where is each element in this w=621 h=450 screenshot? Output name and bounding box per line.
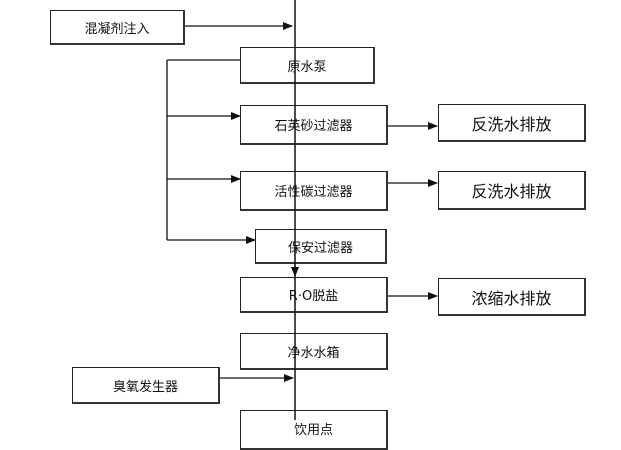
backwash-drain-label-2: 反洗水排放 xyxy=(471,182,552,201)
backwash-drain-label-1: 反洗水排放 xyxy=(471,114,552,134)
concentrate-drain-box: 浓缩水排放 xyxy=(438,278,586,316)
pure-water-tank-label: 净水水箱 xyxy=(287,345,340,361)
activated-carbon-filter-box: 活性碳过滤器 xyxy=(240,171,388,211)
flow-diagram: 混凝剂注入 原水泵 石英砂过滤器 活性碳过滤器 保安过滤器 R·O脱盐 净水水箱… xyxy=(50,0,586,450)
raw-water-pump-label: 原水泵 xyxy=(287,59,327,75)
quartz-sand-filter-box: 石英砂过滤器 xyxy=(240,105,388,145)
coagulant-injection-label: 混凝剂注入 xyxy=(84,21,150,37)
backwash-drain-box-1: 反洗水排放 xyxy=(438,104,586,142)
security-filter-box: 保安过滤器 xyxy=(255,229,387,264)
ro-desalination-label: R·O脱盐 xyxy=(288,289,339,304)
security-filter-label: 保安过滤器 xyxy=(287,240,353,256)
coagulant-injection-box: 混凝剂注入 xyxy=(50,10,185,45)
backwash-drain-box-2: 反洗水排放 xyxy=(438,171,586,210)
ozone-generator-label: 臭氧发生器 xyxy=(112,379,178,395)
quartz-sand-filter-label: 石英砂过滤器 xyxy=(274,119,353,134)
concentrate-drain-label: 浓缩水排放 xyxy=(471,288,552,308)
pure-water-tank-box: 净水水箱 xyxy=(240,333,388,370)
activated-carbon-filter-label: 活性碳过滤器 xyxy=(274,185,353,200)
drinking-point-label: 饮用点 xyxy=(293,423,333,438)
ro-desalination-box: R·O脱盐 xyxy=(240,277,388,313)
drinking-point-box: 饮用点 xyxy=(240,410,388,450)
raw-water-pump-box: 原水泵 xyxy=(240,47,375,84)
ozone-generator-box: 臭氧发生器 xyxy=(72,367,220,404)
